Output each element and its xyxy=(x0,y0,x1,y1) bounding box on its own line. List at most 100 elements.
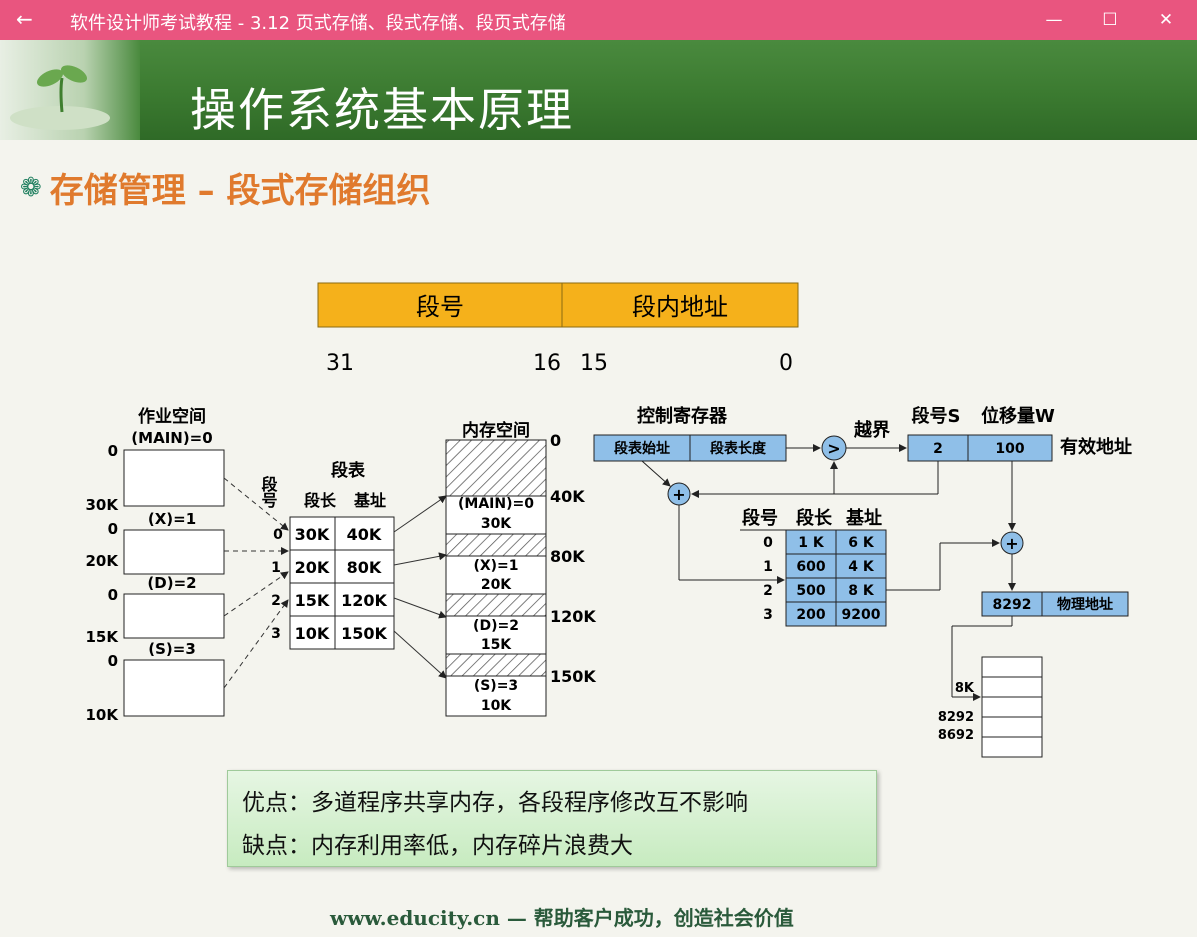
mem-s-name: (S)=3 xyxy=(474,678,518,694)
xt-row1-len: 600 xyxy=(796,559,825,575)
xt-row3-no: 3 xyxy=(763,607,773,623)
seg-row1-base: 80K xyxy=(347,558,382,577)
mem-d-size: 15K xyxy=(481,637,512,653)
seg-no-vertical-label: 段号 xyxy=(259,475,278,509)
seg-row0-len: 30K xyxy=(295,525,330,544)
segment-storage-diagram: 段号 段内地址 31 16 15 0 作业空间 (MAIN)=0 0 30K (… xyxy=(86,282,1132,758)
pros-cons-box: 优点：多道程序共享内存，各段程序修改互不影响 缺点：内存利用率低，内存碎片浪费大 xyxy=(227,770,877,867)
segment-offset-label: 段内地址 xyxy=(632,293,728,321)
job-space-main-label: (MAIN)=0 xyxy=(131,429,212,447)
job-seg1-name: (X)=1 xyxy=(148,510,196,528)
seg-row2-len: 15K xyxy=(295,591,330,610)
control-register-label: 控制寄存器 xyxy=(637,405,728,427)
mm-mark-8692: 8692 xyxy=(938,728,974,743)
mem-d-name: (D)=2 xyxy=(473,618,519,634)
mem-addr-80k: 80K xyxy=(550,547,585,566)
plus-symbol-1: + xyxy=(672,485,685,504)
s-value: 2 xyxy=(933,441,943,457)
job-seg3-name: (S)=3 xyxy=(148,640,196,658)
mem-x-size: 20K xyxy=(481,577,512,593)
job-seg2-name: (D)=2 xyxy=(147,574,196,592)
xt-len-header: 段长 xyxy=(796,507,833,529)
mem-addr-40k: 40K xyxy=(550,487,585,506)
memory-space: 内存空间 (MAIN)=0 30K (X)=1 20K (D)=2 15K (S… xyxy=(445,420,596,717)
mem-addr-0: 0 xyxy=(550,431,561,450)
compare-symbol: > xyxy=(827,439,840,458)
maximize-icon[interactable]: ☐ xyxy=(1102,10,1118,30)
footer-slogan: www.educity.cn — 帮助客户成功，创造社会价值 xyxy=(330,906,794,930)
seedling-logo-image xyxy=(0,40,140,140)
mm-mark-8292: 8292 xyxy=(938,710,974,725)
job-seg1-start: 0 xyxy=(108,520,118,538)
xt-row1-base: 4 K xyxy=(848,559,875,575)
xt-row2-len: 500 xyxy=(796,583,825,599)
xt-no-header: 段号 xyxy=(742,507,778,529)
bit-0: 0 xyxy=(779,351,793,376)
offset-w-label: 位移量W xyxy=(981,405,1055,427)
segment-table: 段表 段长 基址 段号 0 30K 40K 1 20K 80K 2 15K 12… xyxy=(223,460,447,689)
slide: 操作系统基本原理 ❁存储管理 – 段式存储组织 段号 段内地址 31 16 15… xyxy=(0,40,1197,937)
slide-header: 操作系统基本原理 xyxy=(0,40,1197,140)
window-titlebar: ← 软件设计师考试教程 - 3.12 页式存储、段式存储、段页式存储 — ☐ ✕ xyxy=(0,0,1197,40)
minimize-icon[interactable]: — xyxy=(1045,10,1063,30)
physical-address-label: 物理地址 xyxy=(1057,596,1113,613)
xt-row3-base: 9200 xyxy=(842,607,881,623)
seedling-icon xyxy=(10,65,110,130)
slide-title: 操作系统基本原理 xyxy=(190,83,574,137)
xt-row2-no: 2 xyxy=(763,583,773,599)
bit-15: 15 xyxy=(580,351,608,376)
table-length-label: 段表长度 xyxy=(710,440,767,457)
job-seg0-end: 30K xyxy=(86,496,120,514)
xt-row3-len: 200 xyxy=(796,607,825,623)
seg-row0-no: 0 xyxy=(273,527,283,543)
seg-table-base-header: 基址 xyxy=(353,491,386,510)
mem-main-size: 30K xyxy=(481,516,512,532)
segment-number-label: 段号 xyxy=(416,293,464,321)
xt-row0-len: 1 K xyxy=(798,535,825,551)
job-seg3-end: 10K xyxy=(86,706,120,724)
seg-row0-base: 40K xyxy=(347,525,382,544)
seg-row3-no: 3 xyxy=(271,626,281,642)
seg-row3-len: 10K xyxy=(295,624,330,643)
seg-row3-base: 150K xyxy=(341,624,387,643)
memory-space-title: 内存空间 xyxy=(462,420,530,441)
mm-mark-8k: 8K xyxy=(955,681,975,696)
seg-table-len-header: 段长 xyxy=(304,491,337,510)
mem-addr-150k: 150K xyxy=(550,667,596,686)
section-subtitle: ❁存储管理 – 段式存储组织 xyxy=(20,163,430,212)
address-format-bar: 段号 段内地址 31 16 15 0 xyxy=(317,282,799,376)
seg-row1-len: 20K xyxy=(295,558,330,577)
xt-row0-no: 0 xyxy=(763,535,773,551)
effective-address-label: 有效地址 xyxy=(1060,436,1132,458)
bit-31: 31 xyxy=(326,351,354,376)
mem-s-size: 10K xyxy=(481,698,512,714)
xt-row0-base: 6 K xyxy=(848,535,875,551)
seg-row1-no: 1 xyxy=(271,560,281,576)
seg-s-label: 段号S xyxy=(912,405,961,427)
subtitle-text: 存储管理 – 段式存储组织 xyxy=(49,171,431,211)
overflow-label: 越界 xyxy=(853,419,890,441)
xt-row1-no: 1 xyxy=(763,559,773,575)
job-seg0-start: 0 xyxy=(108,442,118,460)
bit-16: 16 xyxy=(533,351,561,376)
job-seg2-end: 15K xyxy=(86,628,120,646)
segment-table-title: 段表 xyxy=(331,460,366,481)
w-value: 100 xyxy=(995,441,1024,457)
pros-text: 优点：多道程序共享内存，各段程序修改互不影响 xyxy=(242,790,748,816)
mem-addr-120k: 120K xyxy=(550,607,596,626)
job-seg1-end: 20K xyxy=(86,552,120,570)
back-arrow-icon[interactable]: ← xyxy=(16,7,33,31)
job-seg3-start: 0 xyxy=(108,652,118,670)
xt-row2-base: 8 K xyxy=(848,583,875,599)
seg-row2-base: 120K xyxy=(341,591,387,610)
window-title: 软件设计师考试教程 - 3.12 页式存储、段式存储、段页式存储 xyxy=(70,13,566,34)
physical-address-value: 8292 xyxy=(993,597,1032,613)
table-start-label: 段表始址 xyxy=(614,440,670,457)
seg-row2-no: 2 xyxy=(271,593,281,609)
job-seg2-start: 0 xyxy=(108,586,118,604)
address-translation: 控制寄存器 段表始址 段表长度 > 越界 段号S 位移量W 2 100 有效地址… xyxy=(593,405,1132,758)
cons-text: 缺点：内存利用率低，内存碎片浪费大 xyxy=(242,833,633,859)
mem-x-name: (X)=1 xyxy=(473,558,518,574)
plus-symbol-2: + xyxy=(1005,534,1018,553)
close-icon[interactable]: ✕ xyxy=(1158,10,1174,30)
